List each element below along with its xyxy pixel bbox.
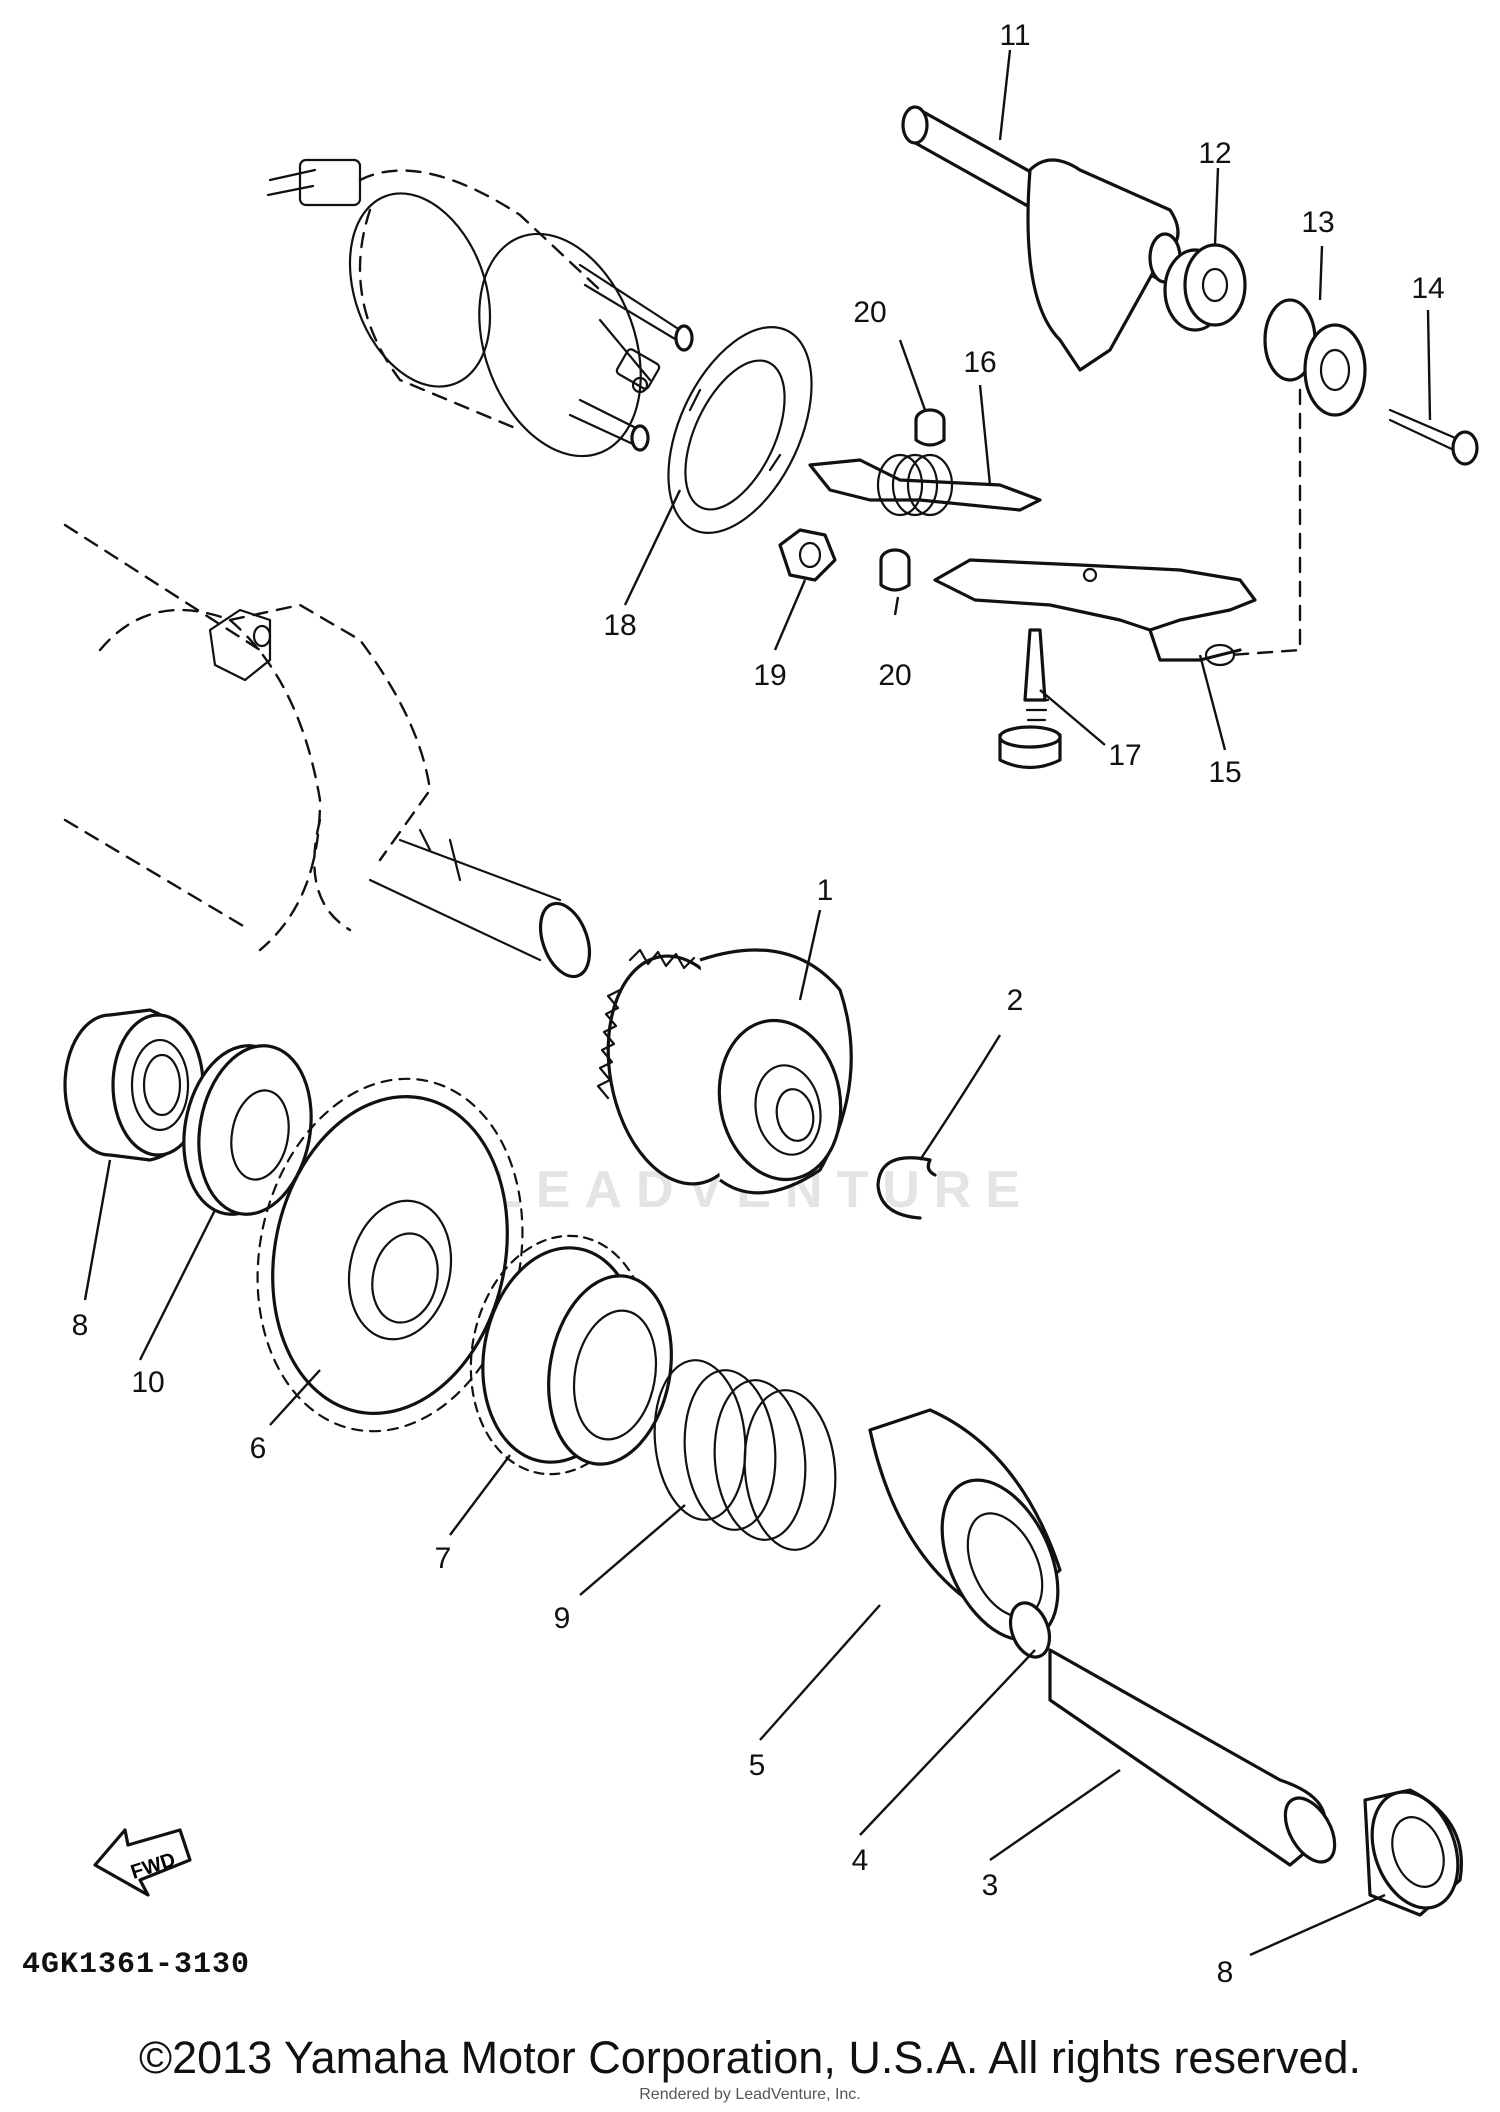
part-3-shaft <box>1048 1648 1337 1867</box>
callout-18: 18 <box>603 609 636 642</box>
callout-8-left: 8 <box>72 1309 89 1342</box>
part-4-ring <box>1008 1601 1052 1659</box>
callout-3: 3 <box>982 1869 999 1902</box>
part-15-lever <box>933 558 1257 667</box>
callout-7: 7 <box>435 1542 452 1575</box>
callout-9: 9 <box>554 1602 571 1635</box>
part-18-gasket <box>667 326 813 534</box>
copyright-notice: ©2013 Yamaha Motor Corporation, U.S.A. A… <box>138 2032 1362 2083</box>
part-1-starter-clutch <box>596 948 853 1195</box>
callout-17: 17 <box>1108 739 1141 772</box>
callouts: 1 2 3 4 5 6 7 8 8 9 10 11 12 13 14 15 16… <box>72 19 1445 1989</box>
part-17-bolt <box>998 628 1062 770</box>
callout-11: 11 <box>999 19 1030 52</box>
callout-20-top: 20 <box>853 296 886 329</box>
callout-19: 19 <box>753 659 786 692</box>
callout-12: 12 <box>1198 137 1231 170</box>
part-8-bearing-right <box>1363 1788 1463 1917</box>
part-11-shift-shaft <box>901 105 1182 372</box>
part-2-circlip <box>876 1156 937 1220</box>
starter-solenoid <box>266 158 694 458</box>
part-20-collar-top <box>914 408 946 447</box>
callout-15: 15 <box>1208 756 1241 789</box>
callout-6: 6 <box>250 1432 267 1465</box>
callout-5: 5 <box>749 1749 766 1782</box>
callout-13: 13 <box>1301 206 1334 239</box>
fwd-arrow-icon: FWD <box>93 1828 192 1897</box>
part-5-sleeve <box>868 1408 1062 1642</box>
callout-14: 14 <box>1411 272 1444 305</box>
part-13-roller <box>1263 298 1367 417</box>
callout-20-bottom: 20 <box>878 659 911 692</box>
callout-2: 2 <box>1007 984 1024 1017</box>
part-19-nut <box>778 528 837 582</box>
part-code: 4GK1361-3130 <box>22 1948 251 1982</box>
callout-10: 10 <box>131 1366 164 1399</box>
part-16-spring <box>808 453 1042 517</box>
callout-4: 4 <box>852 1844 869 1877</box>
callout-16: 16 <box>963 346 996 379</box>
part-14-screw <box>1388 408 1479 466</box>
callout-1: 1 <box>817 874 834 907</box>
part-9-spring <box>653 1359 837 1551</box>
callout-8-right: 8 <box>1217 1956 1234 1989</box>
part-12-collar <box>1163 243 1247 332</box>
part-7-gear <box>469 1234 673 1476</box>
rendered-by-note: Rendered by LeadVenture, Inc. <box>639 2086 861 2103</box>
starter-motor <box>63 523 592 979</box>
part-8-bearing-left <box>63 1008 205 1162</box>
part-20-collar-bottom <box>879 548 911 592</box>
leader-lines <box>83 49 1432 1957</box>
